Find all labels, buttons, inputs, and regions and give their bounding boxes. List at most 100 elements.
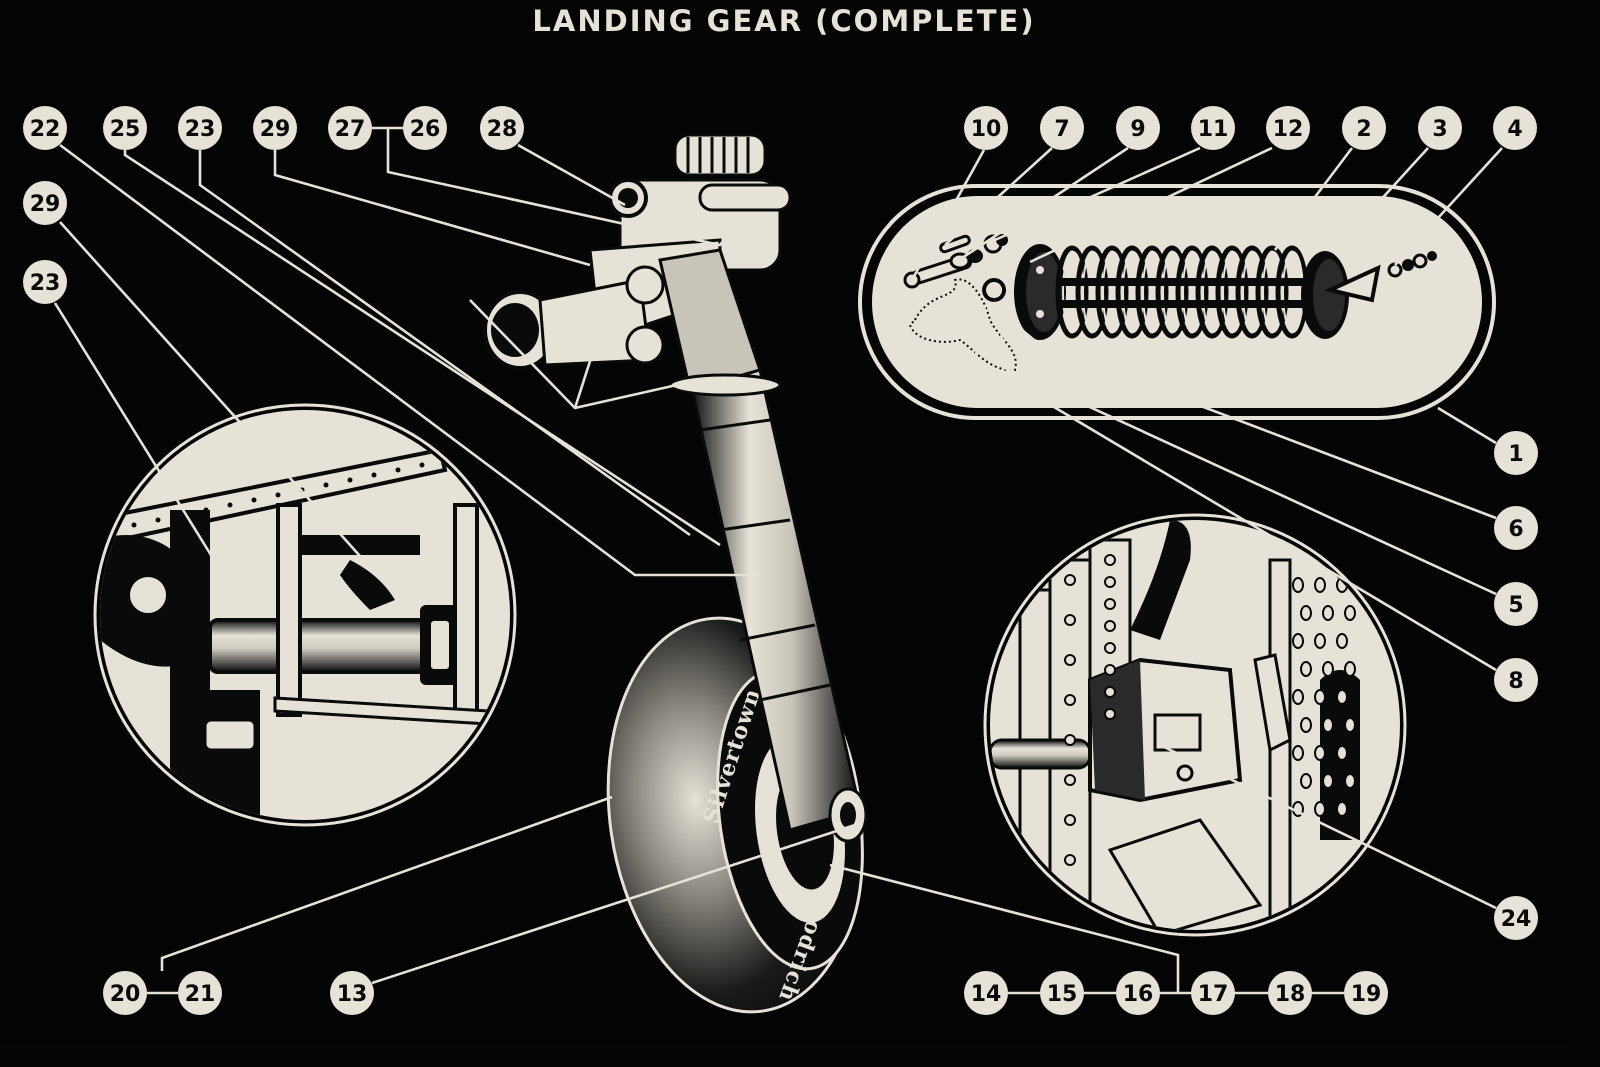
dotted-outline — [908, 278, 1017, 372]
spring-coil — [1135, 245, 1169, 339]
callout-circle — [178, 106, 222, 150]
spring-coil — [1095, 245, 1129, 339]
leader-10 — [910, 149, 986, 281]
callout-label: 13 — [337, 982, 368, 1007]
leader-8 — [973, 304, 1497, 672]
callout-24: 24 — [1494, 896, 1538, 940]
callout-circle — [253, 106, 297, 150]
callout-26: 26 — [403, 106, 447, 150]
callout-circle — [1266, 106, 1310, 150]
callout-label: 3 — [1432, 117, 1447, 142]
leader-12 — [1029, 146, 1273, 264]
spring-coil — [1195, 245, 1229, 339]
callout-label: 18 — [1275, 982, 1306, 1007]
leader-24 — [1159, 743, 1497, 910]
callout-label: 20 — [110, 982, 141, 1007]
leader-23b — [53, 302, 247, 611]
callout-circle — [1494, 431, 1538, 475]
callout-label: 10 — [971, 117, 1002, 142]
callout-23b: 23 — [23, 260, 67, 304]
spring-coil — [1075, 245, 1109, 339]
callout-circle — [964, 106, 1008, 150]
leader-13 — [371, 823, 856, 985]
callout-label: 21 — [185, 982, 216, 1007]
callout-19: 19 — [1344, 971, 1388, 1015]
callout-label: 16 — [1123, 982, 1154, 1007]
main-landing-gear: Silvertown Goodrich — [483, 133, 868, 1014]
right-inset-detail — [983, 513, 1407, 937]
callout-label: 19 — [1351, 982, 1382, 1007]
torque-tube — [990, 738, 1092, 770]
callout-5: 5 — [1494, 582, 1538, 626]
leader-4 — [1394, 147, 1503, 266]
callout-2: 2 — [1342, 106, 1386, 150]
spring-coil — [1115, 245, 1149, 339]
callout-circle — [1040, 971, 1084, 1015]
leader-14-19 — [829, 863, 1180, 993]
leader-29a — [273, 150, 591, 267]
callout-circle — [1268, 971, 1312, 1015]
callout-label: 29 — [30, 192, 61, 217]
callout-18: 18 — [1268, 971, 1312, 1015]
callout-label: 12 — [1273, 117, 1304, 142]
callout-1: 1 — [1494, 431, 1538, 475]
callout-label: 9 — [1130, 117, 1145, 142]
callout-22: 22 — [23, 106, 67, 150]
callout-circle — [1344, 971, 1388, 1015]
callout-circle — [23, 260, 67, 304]
leader-2 — [1273, 147, 1354, 251]
callout-circle — [328, 106, 372, 150]
spring-assembly-panel — [858, 184, 1496, 420]
leader-3 — [1334, 147, 1429, 251]
callout-circle — [1494, 896, 1538, 940]
callout-16: 16 — [1116, 971, 1160, 1015]
callout-circle — [103, 971, 147, 1015]
callout-label: 7 — [1054, 117, 1069, 142]
left-inset-detail — [93, 403, 517, 827]
callout-circle — [1191, 971, 1235, 1015]
leader-1 — [1437, 406, 1497, 445]
callout-circle — [23, 106, 67, 150]
leader-7 — [944, 147, 1053, 246]
callout-8: 8 — [1494, 658, 1538, 702]
callout-label: 26 — [410, 117, 441, 142]
leader-6 — [1009, 319, 1497, 520]
spring-coil — [1155, 245, 1189, 339]
callout-circle — [1494, 506, 1538, 550]
leader-20-21 — [160, 795, 613, 971]
callout-label: 27 — [335, 117, 366, 142]
callout-circle — [964, 971, 1008, 1015]
callout-21: 21 — [178, 971, 222, 1015]
spring-coil — [1235, 245, 1269, 339]
callout-label: 14 — [971, 982, 1002, 1007]
eye-bolt — [1323, 264, 1381, 303]
callout-circle — [1191, 106, 1235, 150]
callout-circle — [330, 971, 374, 1015]
callout-6: 6 — [1494, 506, 1538, 550]
callout-circle — [23, 181, 67, 225]
callout-12: 12 — [1266, 106, 1310, 150]
callout-circle — [480, 106, 524, 150]
callout-label: 15 — [1047, 982, 1078, 1007]
callout-label: 24 — [1501, 907, 1532, 932]
callout-label: 23 — [30, 271, 61, 296]
leader-23a — [198, 150, 691, 537]
callout-29a: 29 — [253, 106, 297, 150]
callout-25: 25 — [103, 106, 147, 150]
leader-lines — [53, 126, 1503, 995]
shackle-part — [982, 278, 1007, 302]
callout-27: 27 — [328, 106, 372, 150]
callout-3: 3 — [1418, 106, 1462, 150]
spring-coil — [1175, 245, 1209, 339]
callout-circle — [1418, 106, 1462, 150]
callout-label: 22 — [30, 117, 61, 142]
callout-label: 5 — [1508, 593, 1523, 618]
leader-29b — [59, 221, 396, 596]
callout-13: 13 — [330, 971, 374, 1015]
diagram-canvas: LANDING GEAR (COMPLETE) — [23, 4, 1538, 1015]
leader-5 — [998, 317, 1497, 596]
callout-circle — [103, 106, 147, 150]
diagram-drawing: Silvertown Goodrich — [23, 106, 1538, 1015]
callout-label: 17 — [1198, 982, 1229, 1007]
